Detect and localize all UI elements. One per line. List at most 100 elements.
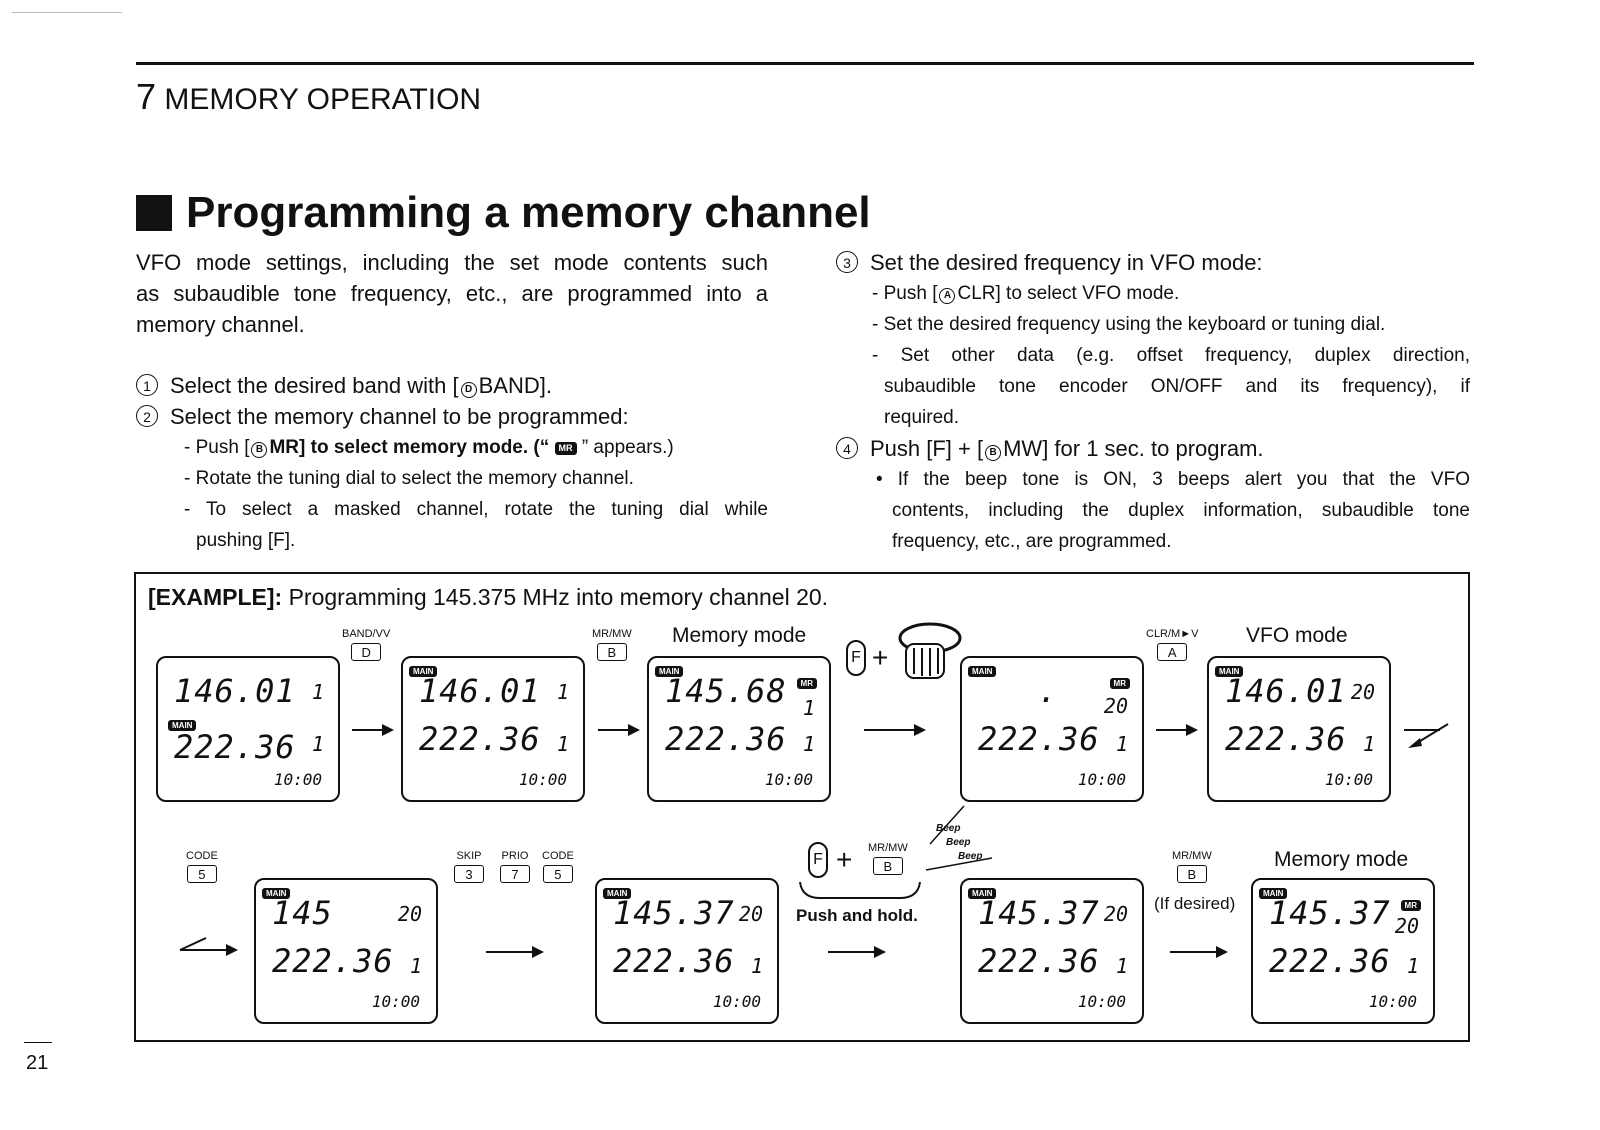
header-rule bbox=[136, 62, 1474, 65]
bullet: - Set other data (e.g. offset frequency,… bbox=[872, 345, 1470, 366]
intro-line: VFO mode settings, including the set mod… bbox=[136, 250, 768, 275]
step-number-4: 4 bbox=[836, 437, 858, 459]
chapter-header: 7 MEMORY OPERATION bbox=[136, 76, 481, 118]
tuning-dial-icon bbox=[898, 622, 962, 679]
step-text: Set the desired frequency in VFO mode: bbox=[870, 250, 1263, 275]
bullet: subaudible tone encoder ON/OFF and its f… bbox=[884, 376, 1470, 397]
if-desired-label: (If desired) bbox=[1154, 894, 1236, 913]
main-indicator-icon: MAIN bbox=[168, 720, 197, 731]
memory-mode-label: Memory mode bbox=[1274, 848, 1409, 871]
chapter-title: MEMORY OPERATION bbox=[164, 83, 482, 116]
bullet: required. bbox=[884, 407, 959, 428]
bullet: - To select a masked channel, rotate the… bbox=[184, 499, 768, 520]
corner-rule bbox=[12, 12, 122, 13]
intro-paragraph: VFO mode settings, including the set mod… bbox=[136, 247, 768, 340]
key-b-icon: B bbox=[251, 442, 268, 458]
arrow-right-icon bbox=[1170, 946, 1228, 958]
bullet: - Rotate the tuning dial to select the m… bbox=[184, 468, 634, 489]
lcd-display: 146.01 1 MAIN 222.36 1 10:00 bbox=[156, 656, 340, 802]
lcd-display: MAIN 145.37 20 222.36 1 10:00 bbox=[595, 878, 779, 1024]
key-a-icon: A bbox=[939, 288, 956, 304]
beep-text: Beep bbox=[946, 837, 971, 848]
lcd-display: MAIN MR 145.68 1 222.36 1 10:00 bbox=[647, 656, 831, 802]
example-box bbox=[134, 572, 1470, 1042]
page-number: 21 bbox=[26, 1052, 49, 1074]
chapter-number: 7 bbox=[136, 76, 157, 117]
step-4-bullets: • If the beep tone is ON, 3 beeps alert … bbox=[836, 464, 1470, 557]
bullet: contents, including the duplex informati… bbox=[892, 500, 1470, 521]
beep-lines-icon bbox=[925, 805, 993, 871]
example-title: [EXAMPLE]: Programming 145.375 MHz into … bbox=[148, 584, 829, 610]
step-text: Select the desired band with [ bbox=[170, 373, 459, 398]
key-b-icon: B bbox=[985, 445, 1002, 461]
bullet: frequency, etc., are programmed. bbox=[892, 531, 1172, 552]
beep-text: Beep bbox=[958, 851, 983, 862]
hold-brace-icon bbox=[799, 881, 921, 899]
section-title-text: Programming a memory channel bbox=[186, 188, 871, 237]
step-text: BAND]. bbox=[478, 373, 552, 398]
lcd-display: MAIN 145 20 222.36 1 10:00 bbox=[254, 878, 438, 1024]
arrow-right-icon bbox=[864, 724, 926, 736]
step-number-1: 1 bbox=[136, 374, 158, 396]
step-text: Select the memory channel to be programm… bbox=[170, 404, 629, 429]
memory-mode-label: Memory mode bbox=[672, 624, 807, 647]
intro-line: as subaudible tone frequency, etc., are … bbox=[136, 281, 768, 306]
mr-indicator-icon: MR bbox=[554, 442, 577, 455]
key-d-icon: D bbox=[460, 382, 477, 398]
beep-text: Beep bbox=[936, 823, 961, 834]
push-and-hold-label: Push and hold. bbox=[796, 906, 918, 925]
main-indicator-icon: MAIN bbox=[409, 666, 438, 677]
plus-sign: + bbox=[872, 642, 889, 673]
section-title: Programming a memory channel bbox=[136, 188, 871, 238]
lcd-display: MAIN MR 145.37 20 222.36 1 10:00 bbox=[1251, 878, 1435, 1024]
arrow-right-icon bbox=[598, 724, 640, 736]
steps-right: 3 Set the desired frequency in VFO mode:… bbox=[836, 247, 1470, 557]
main-indicator-icon: MAIN bbox=[262, 888, 291, 899]
section-bullet-icon bbox=[136, 195, 172, 231]
arrow-right-icon bbox=[1156, 724, 1198, 736]
bullet: • If the beep tone is ON, 3 beeps alert … bbox=[876, 469, 1470, 490]
arrow-right-icon bbox=[828, 946, 886, 958]
lcd-display: MAIN 146.01 20 222.36 1 10:00 bbox=[1207, 656, 1391, 802]
main-indicator-icon: MAIN bbox=[1215, 666, 1244, 677]
main-indicator-icon: MAIN bbox=[968, 888, 997, 899]
intro-line: memory channel. bbox=[136, 312, 305, 337]
arrow-return-icon bbox=[179, 937, 238, 956]
main-indicator-icon: MAIN bbox=[655, 666, 684, 677]
bullet: - Set the desired frequency using the ke… bbox=[872, 314, 1386, 335]
mr-indicator-icon: MR bbox=[1109, 678, 1130, 689]
main-indicator-icon: MAIN bbox=[1259, 888, 1288, 899]
vfo-mode-label: VFO mode bbox=[1246, 624, 1348, 647]
arrow-diagonal-icon bbox=[1404, 723, 1449, 748]
page-number-rule bbox=[24, 1042, 52, 1043]
lcd-display: MAIN MR . 20 222.36 1 10:00 bbox=[960, 656, 1144, 802]
mr-indicator-icon: MR bbox=[796, 678, 817, 689]
step-number-3: 3 bbox=[836, 251, 858, 273]
step-3: 3 Set the desired frequency in VFO mode: bbox=[836, 247, 1470, 278]
lcd-display: MAIN 145.37 20 222.36 1 10:00 bbox=[960, 878, 1144, 1024]
f-key: F bbox=[808, 842, 828, 878]
arrow-right-icon bbox=[486, 946, 544, 958]
lcd-display: MAIN 146.01 1 222.36 1 10:00 bbox=[401, 656, 585, 802]
bullet: pushing [F]. bbox=[196, 530, 296, 551]
step-2: 2 Select the memory channel to be progra… bbox=[136, 401, 768, 432]
f-key: F bbox=[846, 640, 866, 676]
plus-sign: + bbox=[836, 844, 853, 875]
mr-indicator-icon: MR bbox=[1400, 900, 1421, 911]
